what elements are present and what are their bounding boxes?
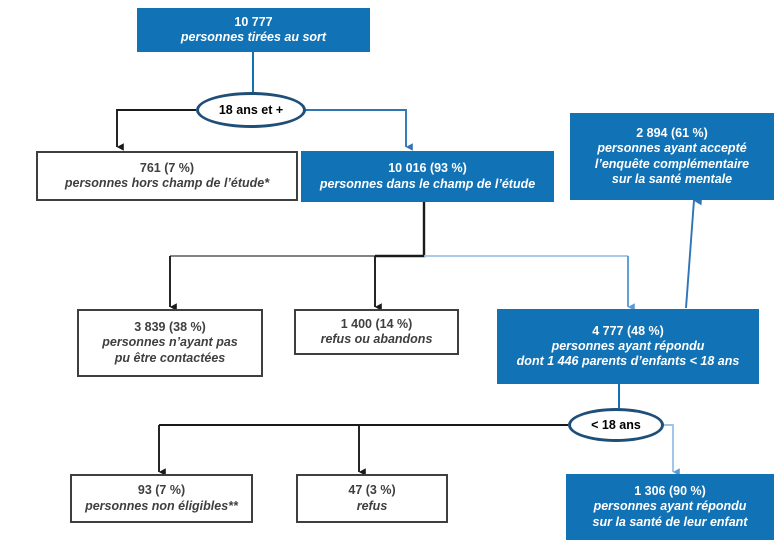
node-mental-health-count: 2 894 (61 %) — [636, 126, 708, 140]
connector-adult-to-in-scope — [305, 109, 413, 151]
node-not-eligible-label: personnes non éligibles** — [85, 498, 238, 513]
node-not-contacted-line1: personnes n’ayant pas — [102, 335, 238, 350]
node-mental-health[interactable]: 2 894 (61 %) personnes ayant accepté l’e… — [570, 113, 774, 200]
node-child-health-count: 1 306 (90 %) — [634, 484, 706, 499]
node-refusals-child-count: 47 (3 %) — [348, 483, 396, 498]
node-responded-line1: personnes ayant répondu — [551, 338, 705, 353]
node-refusals-dropouts-label: refus ou abandons — [320, 332, 433, 346]
node-child-health[interactable]: 1 306 (90 %) personnes ayant répondu sur… — [566, 474, 774, 540]
connector-in-scope-trunk — [375, 202, 426, 258]
node-in-scope-count: 10 016 (93 %) — [388, 161, 467, 176]
node-out-of-scope[interactable]: 761 (7 %) personnes hors champ de l’étud… — [36, 151, 298, 201]
node-out-of-scope-count: 761 (7 %) — [139, 160, 195, 175]
connector-responded-to-mental-health — [685, 195, 703, 309]
decision-adult[interactable]: 18 ans et + — [196, 92, 306, 128]
node-child-health-line1: personnes ayant répondu — [593, 499, 747, 514]
decision-child[interactable]: < 18 ans — [568, 408, 664, 442]
node-not-contacted-count: 3 839 (38 %) — [134, 320, 206, 335]
node-mental-health-line2: l’enquête complémentaire — [594, 156, 750, 171]
decision-child-label: < 18 ans — [591, 418, 641, 432]
node-responded-count: 4 777 (48 %) — [592, 323, 664, 338]
node-refusals-child-label: refus — [356, 498, 388, 513]
node-sampled[interactable]: 10 777 personnes tirées au sort — [137, 8, 370, 52]
node-sampled-label: personnes tirées au sort — [180, 30, 327, 44]
node-mental-health-line1: personnes ayant accepté — [597, 141, 747, 156]
node-child-health-line2: sur la santé de leur enfant — [592, 514, 748, 529]
node-responded[interactable]: 4 777 (48 %) personnes ayant répondu don… — [497, 309, 759, 384]
node-responded-line2: dont 1 446 parents d’enfants < 18 ans — [516, 354, 740, 369]
node-sampled-count: 10 777 — [234, 14, 273, 29]
node-in-scope[interactable]: 10 016 (93 %) personnes dans le champ de… — [301, 151, 554, 202]
node-in-scope-label: personnes dans le champ de l’étude — [319, 176, 536, 191]
node-not-contacted-line2: pu être contactées — [114, 350, 226, 365]
node-not-contacted[interactable]: 3 839 (38 %) personnes n’ayant pas pu êt… — [77, 309, 263, 377]
node-refusals-dropouts[interactable]: 1 400 (14 %) refus ou abandons — [294, 309, 459, 355]
node-refusals-child[interactable]: 47 (3 %) refus — [296, 474, 448, 523]
node-not-eligible-count: 93 (7 %) — [137, 483, 186, 498]
decision-adult-label: 18 ans et + — [218, 103, 284, 117]
connector-adult-to-out-of-scope — [116, 109, 196, 151]
connector-child-to-child-health — [664, 424, 680, 476]
node-mental-health-line3: sur la santé mentale — [611, 171, 733, 186]
node-refusals-dropouts-count: 1 400 (14 %) — [340, 316, 413, 331]
node-out-of-scope-label: personnes hors champ de l’étude* — [64, 176, 270, 190]
node-not-eligible[interactable]: 93 (7 %) personnes non éligibles** — [70, 474, 253, 523]
